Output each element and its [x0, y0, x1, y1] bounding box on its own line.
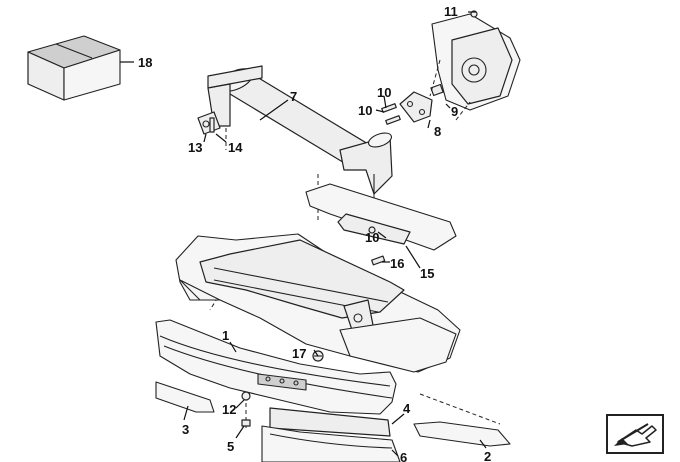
- callout-15: 14: [228, 140, 243, 155]
- callout-1: 1: [222, 328, 229, 343]
- callout-5: 5: [227, 439, 234, 454]
- part-16-reinforcement: [305, 183, 457, 251]
- callout-3: 3: [182, 422, 189, 437]
- part-19-box: [27, 35, 121, 101]
- navigate-button[interactable]: [606, 414, 664, 454]
- callout-labels: 18 11 7 10 10 9 8 13 14 10 16 15 1 17 12…: [138, 4, 491, 462]
- callout-9: 9: [451, 104, 458, 119]
- callout-17: 16: [390, 256, 404, 271]
- part-13-clip: [241, 391, 251, 427]
- callout-10-mid: 10: [365, 230, 379, 245]
- callout-16: 15: [420, 266, 434, 281]
- callout-4: 4: [403, 401, 411, 416]
- callout-19: 18: [138, 55, 152, 70]
- callout-11: 10: [377, 85, 391, 100]
- part-3-trim: [155, 381, 215, 413]
- part-1-bumper: [155, 319, 397, 415]
- callout-14: 13: [188, 140, 202, 155]
- part-8-mount: [399, 83, 444, 123]
- part-4-grille: [261, 407, 401, 462]
- part-12-bracket: [431, 10, 521, 111]
- part-14-bracket: [197, 111, 221, 135]
- part-2-trim: [413, 421, 511, 447]
- callout-8: 8: [434, 124, 441, 139]
- callout-12: 11: [444, 4, 458, 19]
- bolt-17: [371, 255, 386, 266]
- part-7-carrier: [207, 65, 393, 195]
- callout-10-top: 10: [358, 103, 372, 118]
- callout-7: 7: [290, 89, 297, 104]
- absorber-frame: [175, 233, 461, 373]
- leader-lines: [120, 11, 487, 457]
- callout-18: 17: [292, 346, 306, 361]
- callout-13: 12: [222, 402, 236, 417]
- bolts-10-11: [381, 103, 401, 125]
- callout-6: 6: [400, 450, 407, 462]
- arrow-down-left-icon: [614, 423, 657, 447]
- callout-2: 2: [484, 449, 491, 462]
